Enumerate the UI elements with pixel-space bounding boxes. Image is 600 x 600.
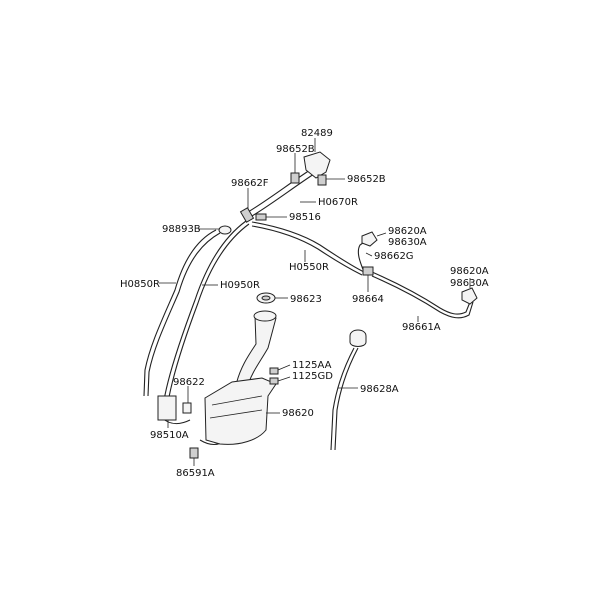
leader-98662g <box>365 252 373 257</box>
hose-98661a-inner <box>371 275 474 319</box>
label-h0670r: H0670R <box>318 197 358 208</box>
hose-h0950r[interactable] <box>161 220 247 411</box>
part-98620-reservoir[interactable] <box>204 377 277 445</box>
part-98628a-tube[interactable] <box>330 347 355 451</box>
label-98628a: 98628A <box>360 384 399 395</box>
label-h0850r: H0850R <box>120 279 160 290</box>
label-98652b-2: 98652B <box>347 174 386 185</box>
label-98620a-1: 98620A <box>388 226 427 237</box>
part-98628a-tube-inner <box>334 347 359 451</box>
label-98664: 98664 <box>352 294 384 305</box>
label-98623: 98623 <box>290 294 322 305</box>
part-98662f[interactable] <box>239 207 255 223</box>
leader-98620a-1 <box>376 232 387 237</box>
part-98652b-right[interactable] <box>317 174 327 186</box>
label-98622: 98622 <box>173 377 205 388</box>
part-82489[interactable] <box>303 151 331 179</box>
part-98622[interactable] <box>182 402 192 414</box>
leader-1125aa <box>277 364 291 382</box>
part-98893b[interactable] <box>218 225 232 235</box>
label-98652b-1: 98652B <box>276 144 315 155</box>
label-98510a: 98510A <box>150 430 189 441</box>
hose-h0550r[interactable] <box>251 221 365 273</box>
parts <box>157 151 478 459</box>
reservoir-detail <box>209 395 263 419</box>
part-98620a-upper[interactable] <box>361 231 378 247</box>
part-98652b-left[interactable] <box>290 172 300 184</box>
hose-h0950r-inner <box>165 223 250 411</box>
label-98661a: 98661A <box>402 322 441 333</box>
hose-h0850r[interactable] <box>143 229 217 397</box>
part-98620a-right[interactable] <box>461 287 478 305</box>
part-98510a[interactable] <box>157 395 177 421</box>
part-98623-inner <box>261 295 271 301</box>
label-82489: 82489 <box>301 128 333 139</box>
label-98630a-1: 98630A <box>388 237 427 248</box>
label-1125aa: 1125AA <box>292 360 332 371</box>
label-h0550r: H0550R <box>289 262 329 273</box>
part-filler-neck-top <box>253 310 277 322</box>
label-86591a: 86591A <box>176 468 215 479</box>
part-1125aa[interactable] <box>269 367 279 375</box>
label-98620a-2: 98620A <box>450 266 489 277</box>
label-1125gd: 1125GD <box>292 371 333 382</box>
hose-98661a[interactable] <box>371 271 471 315</box>
part-1125gd[interactable] <box>269 377 279 385</box>
leader-lines <box>159 138 471 466</box>
label-98620: 98620 <box>282 408 314 419</box>
hose-h0550r-inner <box>251 225 363 276</box>
part-98516[interactable] <box>255 213 267 221</box>
label-98662g: 98662G <box>374 251 414 262</box>
part-98664[interactable] <box>362 266 374 276</box>
part-98628a-cap[interactable] <box>349 329 367 347</box>
part-labels: 82489 98652B 98652B 98662F H0670R 98516 … <box>120 128 489 479</box>
label-98662f: 98662F <box>231 178 269 189</box>
label-98630a-2: 98630A <box>450 278 489 289</box>
part-86591a[interactable] <box>189 447 199 459</box>
label-98516: 98516 <box>289 212 321 223</box>
label-98893b: 98893B <box>162 224 201 235</box>
hose-h0850r-inner <box>147 232 221 397</box>
label-h0950r: H0950R <box>220 280 260 291</box>
